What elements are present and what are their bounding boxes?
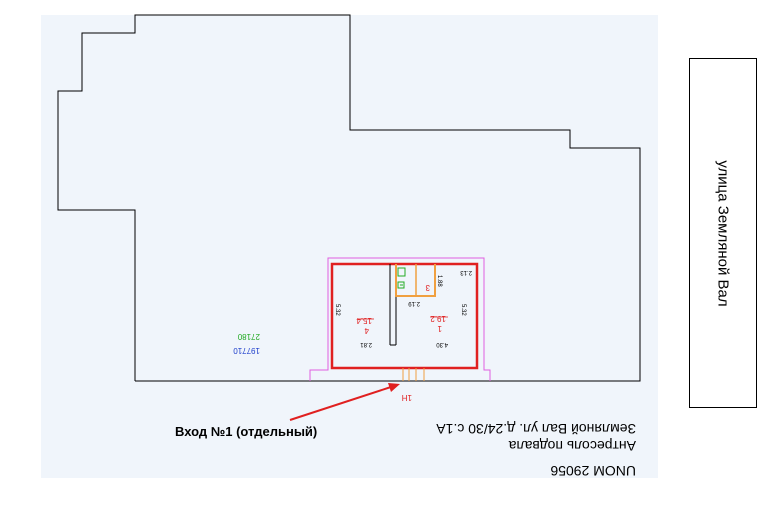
room1-number: 1 xyxy=(437,324,442,333)
room4-area: 15.4 xyxy=(356,316,372,325)
premises-highlight xyxy=(330,262,479,370)
dim-213: 2.13 xyxy=(460,269,472,275)
building-code-blue: 197710 xyxy=(233,346,260,355)
address-line-2: Земляной Вал ул. д.24/30 с.1А xyxy=(436,421,636,437)
dim-532-right: 5.32 xyxy=(460,304,466,316)
sink-fixture xyxy=(397,281,405,289)
entrance-arrow xyxy=(289,385,395,421)
unom-label: UNOM 29056 xyxy=(550,463,636,479)
dim-219: 2.19 xyxy=(408,300,420,306)
room4-number: 4 xyxy=(364,326,369,335)
address-line-1: Антресоль подвала xyxy=(508,438,636,454)
dim-188: 1.88 xyxy=(436,275,442,287)
toilet-fixture xyxy=(397,267,406,277)
entrance-marker-label: 1Н xyxy=(402,393,412,402)
entry-label: Вход №1 (отдельный) xyxy=(175,424,318,439)
premises-boundary-magenta xyxy=(309,257,491,381)
street-box: улица Земляной Вал xyxy=(689,58,757,408)
entrance-arrowhead xyxy=(388,383,400,392)
building-outline xyxy=(57,14,641,382)
street-label: улица Земляной Вал xyxy=(714,159,732,307)
room3-number: 3 xyxy=(425,283,430,292)
building-code-green: 27180 xyxy=(237,332,260,341)
room1-area: 19.2 xyxy=(430,314,446,323)
dim-430: 4.30 xyxy=(436,341,448,347)
dim-281: 2.81 xyxy=(360,341,372,347)
dim-532-left: 5.32 xyxy=(334,304,340,316)
